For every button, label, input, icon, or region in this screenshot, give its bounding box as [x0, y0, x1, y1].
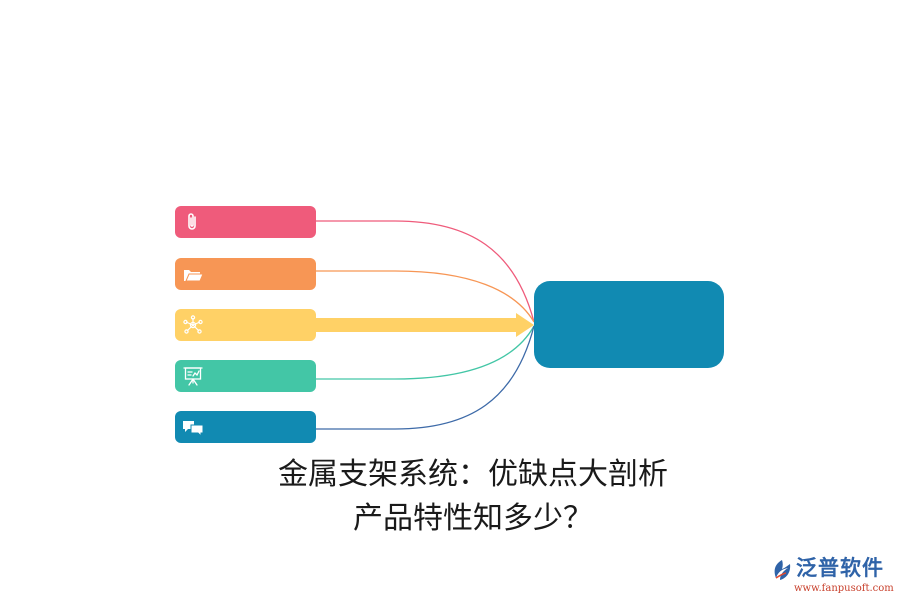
connector-arrowhead: [516, 313, 534, 337]
chat-bubbles-icon: [183, 421, 204, 438]
node-4: [175, 360, 316, 392]
connector-line-1: [316, 220, 535, 323]
watermark: 泛普软件 www.fanpusoft.com: [770, 554, 894, 598]
watermark-url: www.fanpusoft.com: [794, 583, 894, 594]
node-1: [175, 206, 316, 238]
connector-line-5: [316, 325, 535, 430]
network-icon: [183, 315, 203, 334]
folder-icon: [184, 270, 204, 282]
presentation-icon: [183, 367, 203, 386]
fanpu-logo-icon: [774, 560, 791, 580]
connector-line-4: [316, 325, 535, 380]
title-line-1: 金属支架系统：优缺点大剖析: [278, 457, 668, 492]
watermark-name: 泛普软件: [796, 556, 884, 580]
node-5: [175, 411, 316, 443]
node-3: [175, 309, 316, 341]
central-node: [534, 281, 724, 368]
title-line-2: 产品特性知多少？: [353, 501, 593, 536]
node-2: [175, 258, 316, 290]
paperclip-icon: [188, 213, 196, 230]
connector-line-2: [316, 270, 535, 323]
